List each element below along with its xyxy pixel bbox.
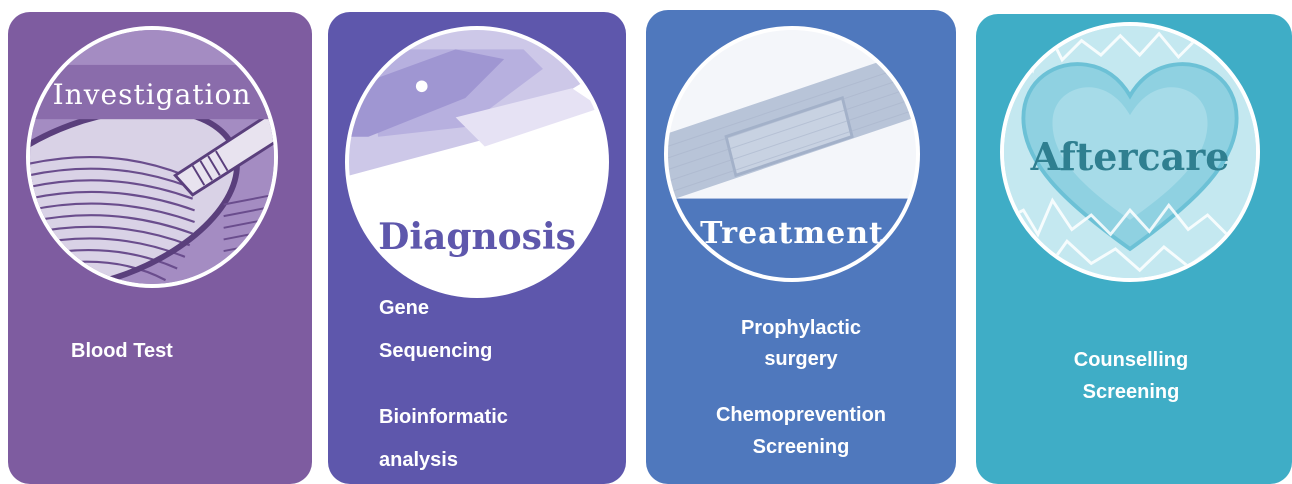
- investigation-art: Investigation: [26, 26, 278, 288]
- stage-card-aftercare: Aftercare Counselling Screening: [976, 14, 1292, 484]
- stage-item: Bioinformatic: [379, 401, 508, 434]
- stage-item: Sequencing: [379, 335, 492, 368]
- stage-title-treatment: Treatment: [668, 216, 916, 251]
- stage-item: Screening: [976, 376, 1286, 409]
- stage-item: Chemoprevention: [646, 399, 956, 432]
- stage-item: surgery: [646, 343, 956, 376]
- stage-title-aftercare: Aftercare: [1004, 134, 1256, 179]
- stage-item: Gene: [379, 292, 429, 325]
- treatment-art: Treatment: [664, 26, 920, 282]
- stage-item: Counselling: [976, 344, 1286, 377]
- stage-item: Prophylactic: [646, 312, 956, 345]
- stage-item: analysis: [379, 444, 458, 477]
- magnifying-glass-icon: [30, 30, 274, 284]
- stage-title-diagnosis: Diagnosis: [349, 216, 605, 258]
- stage-item: Screening: [646, 431, 956, 464]
- diagnosis-art: Diagnosis: [345, 26, 609, 298]
- stage-title-investigation: Investigation: [30, 78, 274, 111]
- stage-card-investigation: Investigation Blood Test: [8, 12, 312, 484]
- stage-card-diagnosis: Diagnosis Gene Sequencing Bioinformatic …: [328, 12, 626, 484]
- stage-card-treatment: Treatment Prophylactic surgery Chemoprev…: [646, 10, 956, 484]
- stage-item: Blood Test: [71, 335, 173, 368]
- aftercare-art: Aftercare: [1000, 22, 1260, 282]
